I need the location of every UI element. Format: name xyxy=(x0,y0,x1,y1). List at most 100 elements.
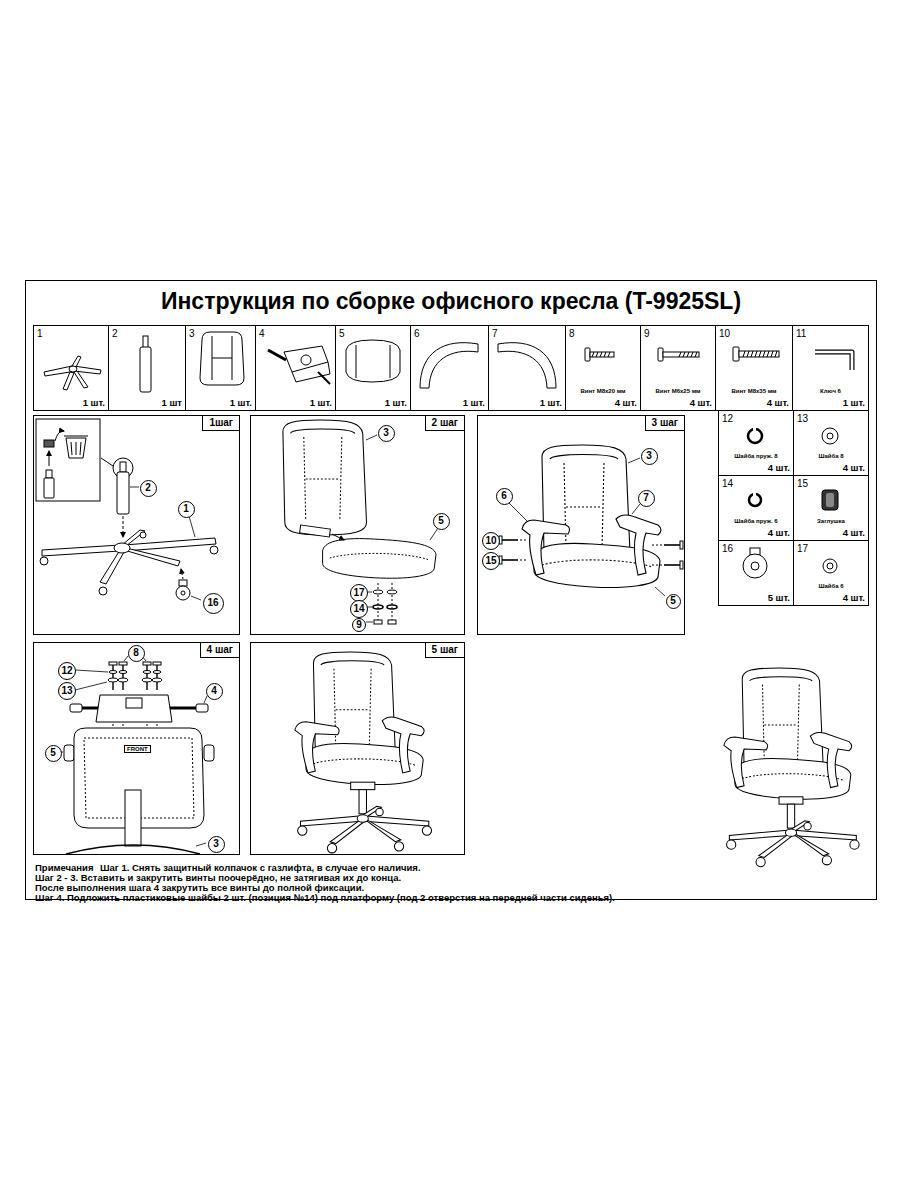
picture-space xyxy=(259,340,332,397)
step5-drawing xyxy=(295,717,424,773)
step2-drawing xyxy=(300,525,331,537)
step1-drawing xyxy=(123,516,124,537)
wheel-part xyxy=(743,554,767,578)
hex-key-part xyxy=(815,352,852,370)
front-marker: FRONT xyxy=(124,737,151,755)
step2-drawing xyxy=(283,420,367,535)
quantity: 4 шт. xyxy=(690,397,712,408)
step1-drawing xyxy=(99,587,107,595)
step1-drawing xyxy=(49,451,50,466)
callout-circle: 5 xyxy=(666,594,681,609)
step4-drawing xyxy=(118,678,128,682)
step4-drawing xyxy=(126,698,142,708)
mechanism-part xyxy=(284,346,328,372)
note-text: После выполнения шага 4 закрутить все ви… xyxy=(35,882,364,893)
callout-circle: 6 xyxy=(496,488,513,505)
washer-part xyxy=(823,559,837,573)
part-cell: 71 шт. xyxy=(488,325,566,411)
base-part xyxy=(44,356,101,390)
orientation-label: FRONT xyxy=(124,745,151,753)
callout-circle: 3 xyxy=(208,836,225,853)
step1-drawing xyxy=(181,569,183,579)
callout-number: 5 xyxy=(438,516,444,526)
step3-drawing xyxy=(652,545,662,546)
step-panel: 1шаг2116 xyxy=(33,415,240,635)
part-name: Винт M8x35 мм xyxy=(731,388,776,395)
step1-drawing xyxy=(130,487,201,600)
hex-key-part xyxy=(815,352,852,370)
step3-drawing xyxy=(680,541,683,549)
callout-circle: 1 xyxy=(178,501,195,518)
callout-number: 15 xyxy=(485,556,496,566)
part-name: Заглушка xyxy=(817,518,845,525)
step1-drawing xyxy=(176,586,190,600)
part-cell: 10Винт M8x35 мм4 шт. xyxy=(715,325,793,411)
callout-circle: 7 xyxy=(638,490,655,507)
step3-drawing xyxy=(499,445,683,596)
screw-part xyxy=(679,352,697,357)
part-cell: 15Заглушка4 шт. xyxy=(793,475,869,541)
part-number: 1 xyxy=(37,328,43,340)
step1-drawing xyxy=(181,591,185,595)
backrest-part xyxy=(200,332,244,385)
washer-part xyxy=(827,563,833,569)
callout-circle: 10 xyxy=(482,532,500,550)
quantity: 1 шт. xyxy=(463,397,485,408)
cap-part xyxy=(822,490,838,510)
step3-drawing xyxy=(664,564,680,566)
picture-space xyxy=(644,340,712,388)
screw-part xyxy=(739,351,779,357)
step4-drawing xyxy=(66,845,200,854)
step1-drawing xyxy=(42,545,120,556)
quantity: 4 шт. xyxy=(843,527,865,538)
callout-number: 1 xyxy=(183,504,189,514)
picture-space xyxy=(492,340,562,397)
picture-space xyxy=(797,555,865,583)
cap-part xyxy=(822,490,838,510)
step5-drawing xyxy=(295,652,432,853)
quantity: 1 шт. xyxy=(83,397,105,408)
screw-part xyxy=(733,347,739,361)
callout-number: 17 xyxy=(353,588,364,598)
callout-circle: 15 xyxy=(482,552,500,570)
step3-drawing xyxy=(520,540,528,541)
step4-drawing xyxy=(119,662,127,665)
step4-drawing xyxy=(113,724,157,727)
note-text: Шаг 4. Подложить пластиковые шайбы 2 шт.… xyxy=(35,892,615,903)
step2-drawing xyxy=(373,605,383,609)
note-line: Шаг 4. Подложить пластиковые шайбы 2 шт.… xyxy=(35,887,615,905)
step1-drawing xyxy=(71,442,81,455)
callout-number: 14 xyxy=(353,604,364,614)
part-cell: 14Шайба пруж. 64 шт. xyxy=(718,475,794,541)
part-number: 14 xyxy=(722,478,733,490)
step-panel: 5 шаг xyxy=(250,642,465,855)
part-name: Винт M6x25 мм xyxy=(655,388,700,395)
gaslift-part xyxy=(143,336,148,348)
step1-drawing xyxy=(46,470,52,478)
step-label: 1шаг xyxy=(202,416,239,431)
callout-number: 12 xyxy=(61,666,72,676)
callout-number: 2 xyxy=(145,483,151,493)
step1-drawing xyxy=(140,532,146,538)
callout-number: 3 xyxy=(646,451,652,461)
part-name: Шайба 8 xyxy=(818,453,843,460)
step-label: 5 шаг xyxy=(425,643,464,658)
quantity: 4 шт. xyxy=(615,397,637,408)
picture-space xyxy=(797,425,865,453)
step2-drawing xyxy=(374,620,382,624)
callout-circle: 5 xyxy=(433,513,450,530)
step4-drawing xyxy=(113,665,157,690)
part-number: 2 xyxy=(112,328,118,340)
step4-drawing xyxy=(152,678,162,682)
quantity: 4 шт. xyxy=(768,462,790,473)
wheel-part xyxy=(743,548,767,578)
part-cell: 41 шт. xyxy=(255,325,336,411)
part-number: 16 xyxy=(722,543,733,555)
part-number: 4 xyxy=(259,328,265,340)
part-name: Ключ 6 xyxy=(820,388,841,395)
step1-drawing xyxy=(120,462,126,472)
note-text: Шаг 2 - 3. Вставить и закрутить винты по… xyxy=(35,872,401,883)
callout-circle: 2 xyxy=(140,480,157,497)
step3-drawing xyxy=(652,565,662,566)
part-number: 3 xyxy=(189,328,195,340)
